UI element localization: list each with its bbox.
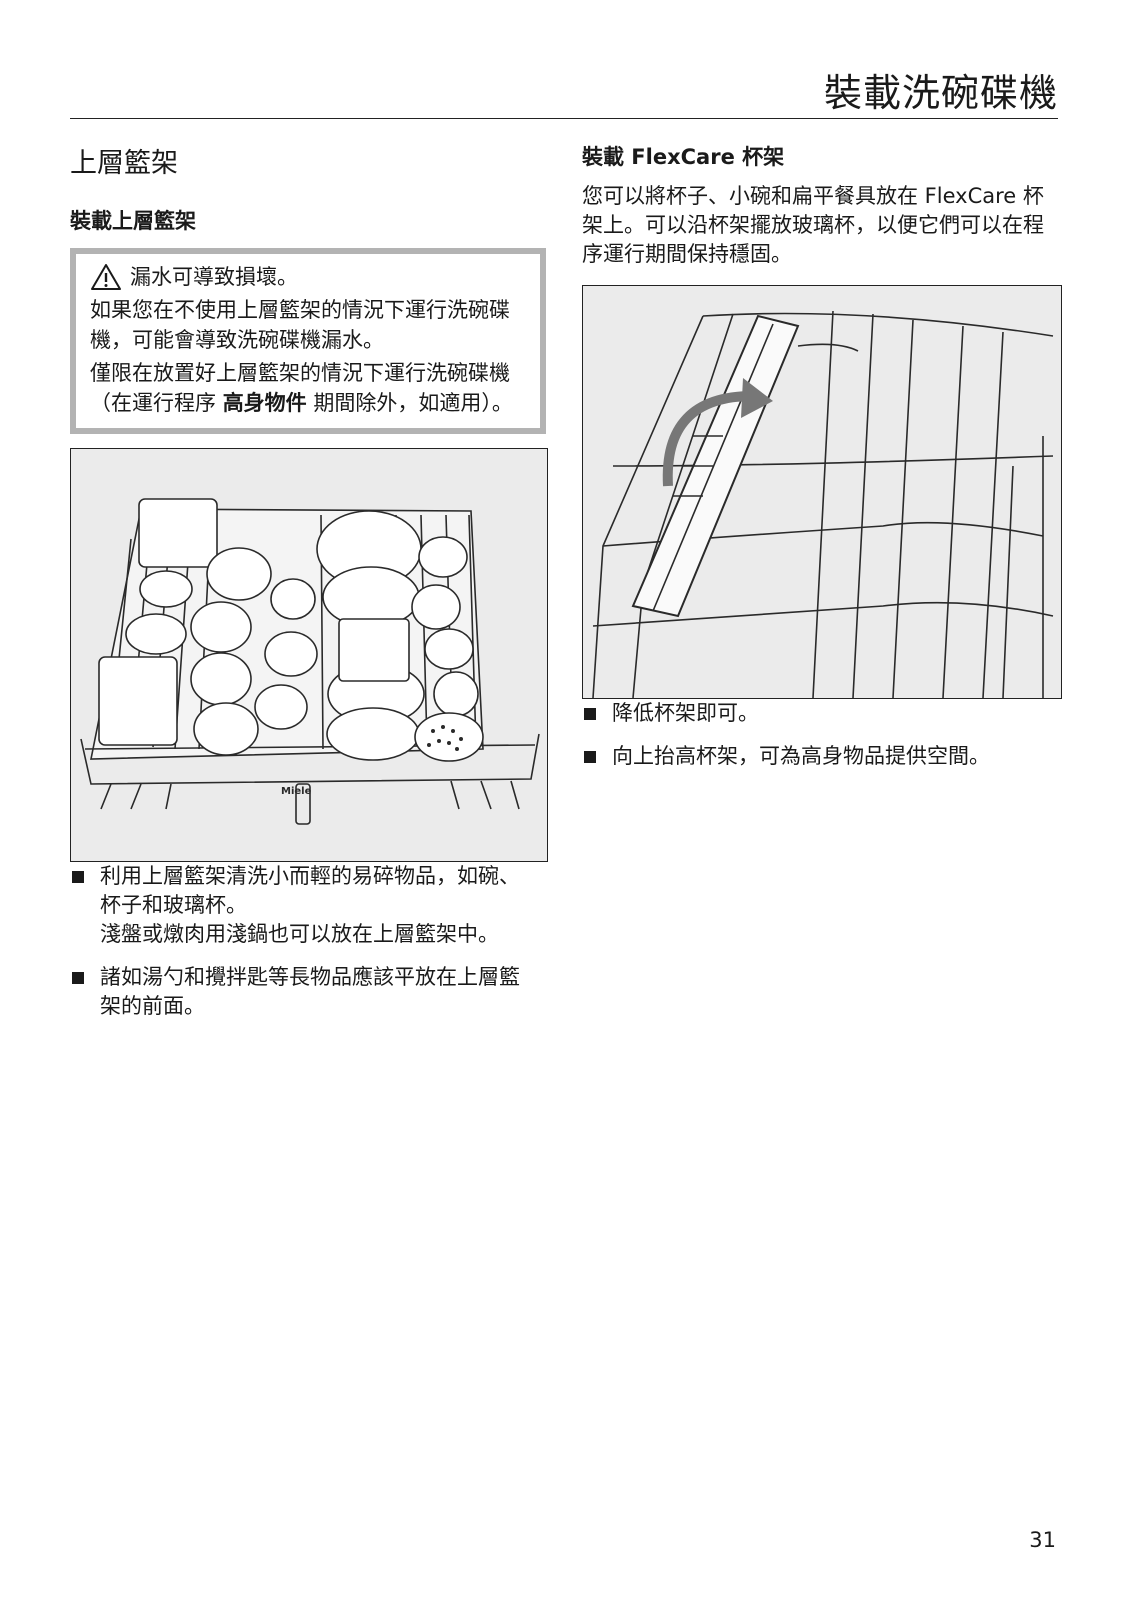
right-column: 裝載 FlexCare 杯架 您可以將杯子、小碗和扁平餐具放在 FlexCare… — [582, 140, 1062, 771]
flexcare-intro: 您可以將杯子、小碗和扁平餐具放在 FlexCare 杯架上。可以沿杯架擺放玻璃杯… — [582, 184, 1044, 266]
left-column: 上層籃架 裝載上層籃架 漏水可導致損壞。 如果您在不使用上層籃架的情況下運行洗碗… — [70, 140, 550, 1021]
upper-basket-drawing: Miele — [80, 498, 540, 825]
warning-headline: 漏水可導致損壞。 — [130, 265, 298, 289]
warning-paragraph-2: 僅限在放置好上層籃架的情況下運行洗碗碟機（在運行程序 高身物件 期間除外，如適用… — [90, 361, 513, 415]
bullet-square-icon — [584, 708, 596, 720]
header-divider — [70, 118, 1058, 119]
section-title: 上層籃架 — [70, 148, 178, 179]
upper-basket-bullet-list: 利用上層籃架清洗小而輕的易碎物品，如碗、杯子和玻璃杯。 淺盤或燉肉用淺鍋也可以放… — [70, 862, 540, 1021]
list-item: 降低杯架即可。 — [582, 699, 1052, 728]
upper-basket-illustration: Miele — [70, 448, 548, 862]
miele-logo: Miele — [281, 786, 312, 797]
chapter-title: 裝載洗碗碟機 — [823, 71, 1058, 115]
bullet-square-icon — [72, 972, 84, 984]
list-item: 諸如湯勺和攪拌匙等長物品應該平放在上層籃架的前面。 — [70, 963, 540, 1021]
page-number: 31 — [1029, 1528, 1056, 1552]
list-item: 利用上層籃架清洗小而輕的易碎物品，如碗、杯子和玻璃杯。 淺盤或燉肉用淺鍋也可以放… — [70, 862, 540, 949]
warning-triangle-icon — [91, 264, 121, 290]
flexcare-bullet-list: 降低杯架即可。 向上抬高杯架，可為高身物品提供空間。 — [582, 699, 1052, 771]
bullet-square-icon — [72, 871, 84, 883]
flexcare-rack-illustration — [582, 285, 1062, 699]
warning-paragraph-1: 如果您在不使用上層籃架的情況下運行洗碗碟機，可能會導致洗碗碟機漏水。 — [90, 298, 510, 352]
subsection-title-flexcare: 裝載 FlexCare 杯架 — [582, 145, 785, 169]
subsection-title-upper-basket: 裝載上層籃架 — [70, 209, 196, 233]
program-name-tall-items: 高身物件 — [222, 391, 307, 415]
list-item: 向上抬高杯架，可為高身物品提供空間。 — [582, 742, 1052, 771]
bullet-square-icon — [584, 751, 596, 763]
warning-box: 漏水可導致損壞。 如果您在不使用上層籃架的情況下運行洗碗碟機，可能會導致洗碗碟機… — [70, 248, 546, 434]
flexcare-rack-drawing — [592, 310, 1054, 698]
